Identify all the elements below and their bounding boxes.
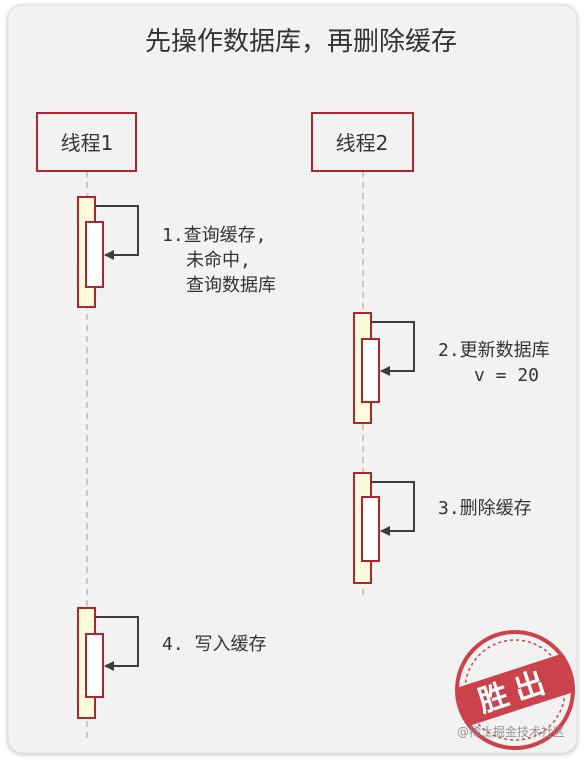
participant-label: 线程2 xyxy=(336,131,389,155)
step-label: 查询数据库 xyxy=(186,275,276,296)
watermark-text: @稀土掘金技术社区 xyxy=(457,724,565,739)
participant-thread-1: 线程1 xyxy=(36,112,137,172)
step-label: 1.查询缓存, xyxy=(162,225,267,246)
step-label: 4. 写入缓存 xyxy=(162,634,267,655)
step-label: 未命中, xyxy=(186,250,251,271)
step-4-write-cache: 4. 写入缓存 xyxy=(77,607,267,719)
self-call-arrow xyxy=(95,616,139,671)
diagram-title: 先操作数据库，再删除缓存 xyxy=(145,27,457,57)
activation-bar-nested xyxy=(361,496,380,562)
step-1-query-cache: 1.查询缓存, 未命中, 查询数据库 xyxy=(77,196,276,308)
self-call-arrow xyxy=(95,205,139,260)
participant-thread-2: 线程2 xyxy=(311,112,414,172)
participant-label: 线程1 xyxy=(61,131,114,155)
diagram-frame xyxy=(7,4,578,754)
activation-bar-nested xyxy=(361,338,380,403)
step-label: v = 20 xyxy=(474,365,539,386)
activation-bar-nested xyxy=(85,633,104,698)
step-2-update-db: 2.更新数据库 v = 20 xyxy=(353,312,550,424)
self-call-arrow xyxy=(371,481,415,536)
step-label: 3.删除缓存 xyxy=(438,498,532,519)
step-3-delete-cache: 3.删除缓存 xyxy=(353,472,532,584)
step-label: 2.更新数据库 xyxy=(438,340,550,361)
activation-bar-nested xyxy=(85,221,104,288)
self-call-arrow xyxy=(371,321,415,376)
